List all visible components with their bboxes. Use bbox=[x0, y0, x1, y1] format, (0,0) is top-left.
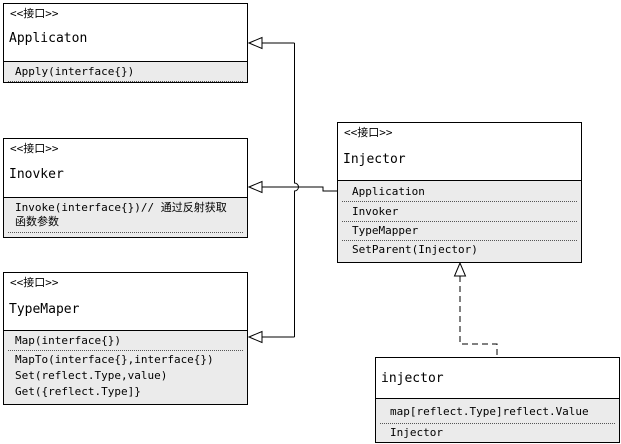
class-members: Invoke(interface{})// 通过反射获取 函数参数 bbox=[4, 197, 247, 237]
arrowhead-applicaton-icon bbox=[247, 36, 263, 50]
member: Invoker bbox=[352, 205, 399, 218]
divider bbox=[342, 221, 577, 222]
member: TypeMapper bbox=[352, 224, 419, 237]
class-members: map[reflect.Type]reflect.Value Injector bbox=[376, 398, 619, 442]
divider bbox=[380, 423, 615, 424]
member: Get({reflect.Type]} bbox=[15, 385, 141, 398]
stereotype-label: <<接口>> bbox=[344, 126, 393, 139]
arrowhead-typemaper-icon bbox=[247, 330, 263, 344]
class-name: Applicaton bbox=[9, 31, 88, 46]
member: Apply(interface{}) bbox=[15, 65, 135, 78]
stereotype-label: <<接口>> bbox=[10, 7, 59, 20]
realization-line bbox=[459, 276, 498, 357]
class-name: TypeMaper bbox=[9, 302, 80, 317]
divider bbox=[342, 201, 577, 202]
member: Invoke(interface{})// 通过反射获取 bbox=[15, 201, 227, 214]
class-typemaper[interactable]: <<接口>> TypeMaper Map(interface{}) MapTo(… bbox=[3, 272, 248, 405]
arrowhead-inovker-icon bbox=[247, 180, 263, 194]
class-members: Map(interface{}) MapTo(interface{},inter… bbox=[4, 330, 247, 404]
class-injector-interface[interactable]: <<接口>> Injector Application Invoker Type… bbox=[337, 122, 582, 263]
member: Injector bbox=[390, 426, 443, 439]
divider bbox=[8, 350, 243, 351]
stereotype-label: <<接口>> bbox=[10, 142, 59, 155]
class-header: injector bbox=[376, 358, 619, 398]
class-name: Injector bbox=[343, 152, 406, 167]
member: map[reflect.Type]reflect.Value bbox=[390, 405, 589, 418]
class-injector-impl[interactable]: injector map[reflect.Type]reflect.Value … bbox=[375, 357, 620, 443]
class-header: <<接口>> Injector bbox=[338, 123, 581, 180]
member: Set(reflect.Type,value) bbox=[15, 369, 168, 382]
divider bbox=[8, 232, 243, 233]
inheritance-trunk bbox=[294, 43, 299, 337]
member: MapTo(interface{},interface{}) bbox=[15, 353, 214, 366]
class-header: <<接口>> TypeMaper bbox=[4, 273, 247, 330]
divider bbox=[342, 240, 577, 241]
class-name: injector bbox=[381, 371, 444, 386]
class-header: <<接口>> Inovker bbox=[4, 139, 247, 197]
class-header: <<接口>> Applicaton bbox=[4, 4, 247, 61]
arrowhead-realization-icon bbox=[453, 261, 467, 277]
divider bbox=[8, 81, 243, 82]
stereotype-label: <<接口>> bbox=[10, 276, 59, 289]
member: Map(interface{}) bbox=[15, 334, 121, 347]
member: SetParent(Injector) bbox=[352, 243, 478, 256]
class-members: Apply(interface{}) bbox=[4, 61, 247, 82]
class-name: Inovker bbox=[9, 167, 64, 182]
member: 函数参数 bbox=[15, 215, 59, 228]
class-applicaton[interactable]: <<接口>> Applicaton Apply(interface{}) bbox=[3, 3, 248, 83]
class-members: Application Invoker TypeMapper SetParent… bbox=[338, 180, 581, 262]
class-inovker[interactable]: <<接口>> Inovker Invoke(interface{})// 通过反… bbox=[3, 138, 248, 238]
inheritance-line-injector bbox=[294, 186, 337, 192]
member: Application bbox=[352, 185, 425, 198]
